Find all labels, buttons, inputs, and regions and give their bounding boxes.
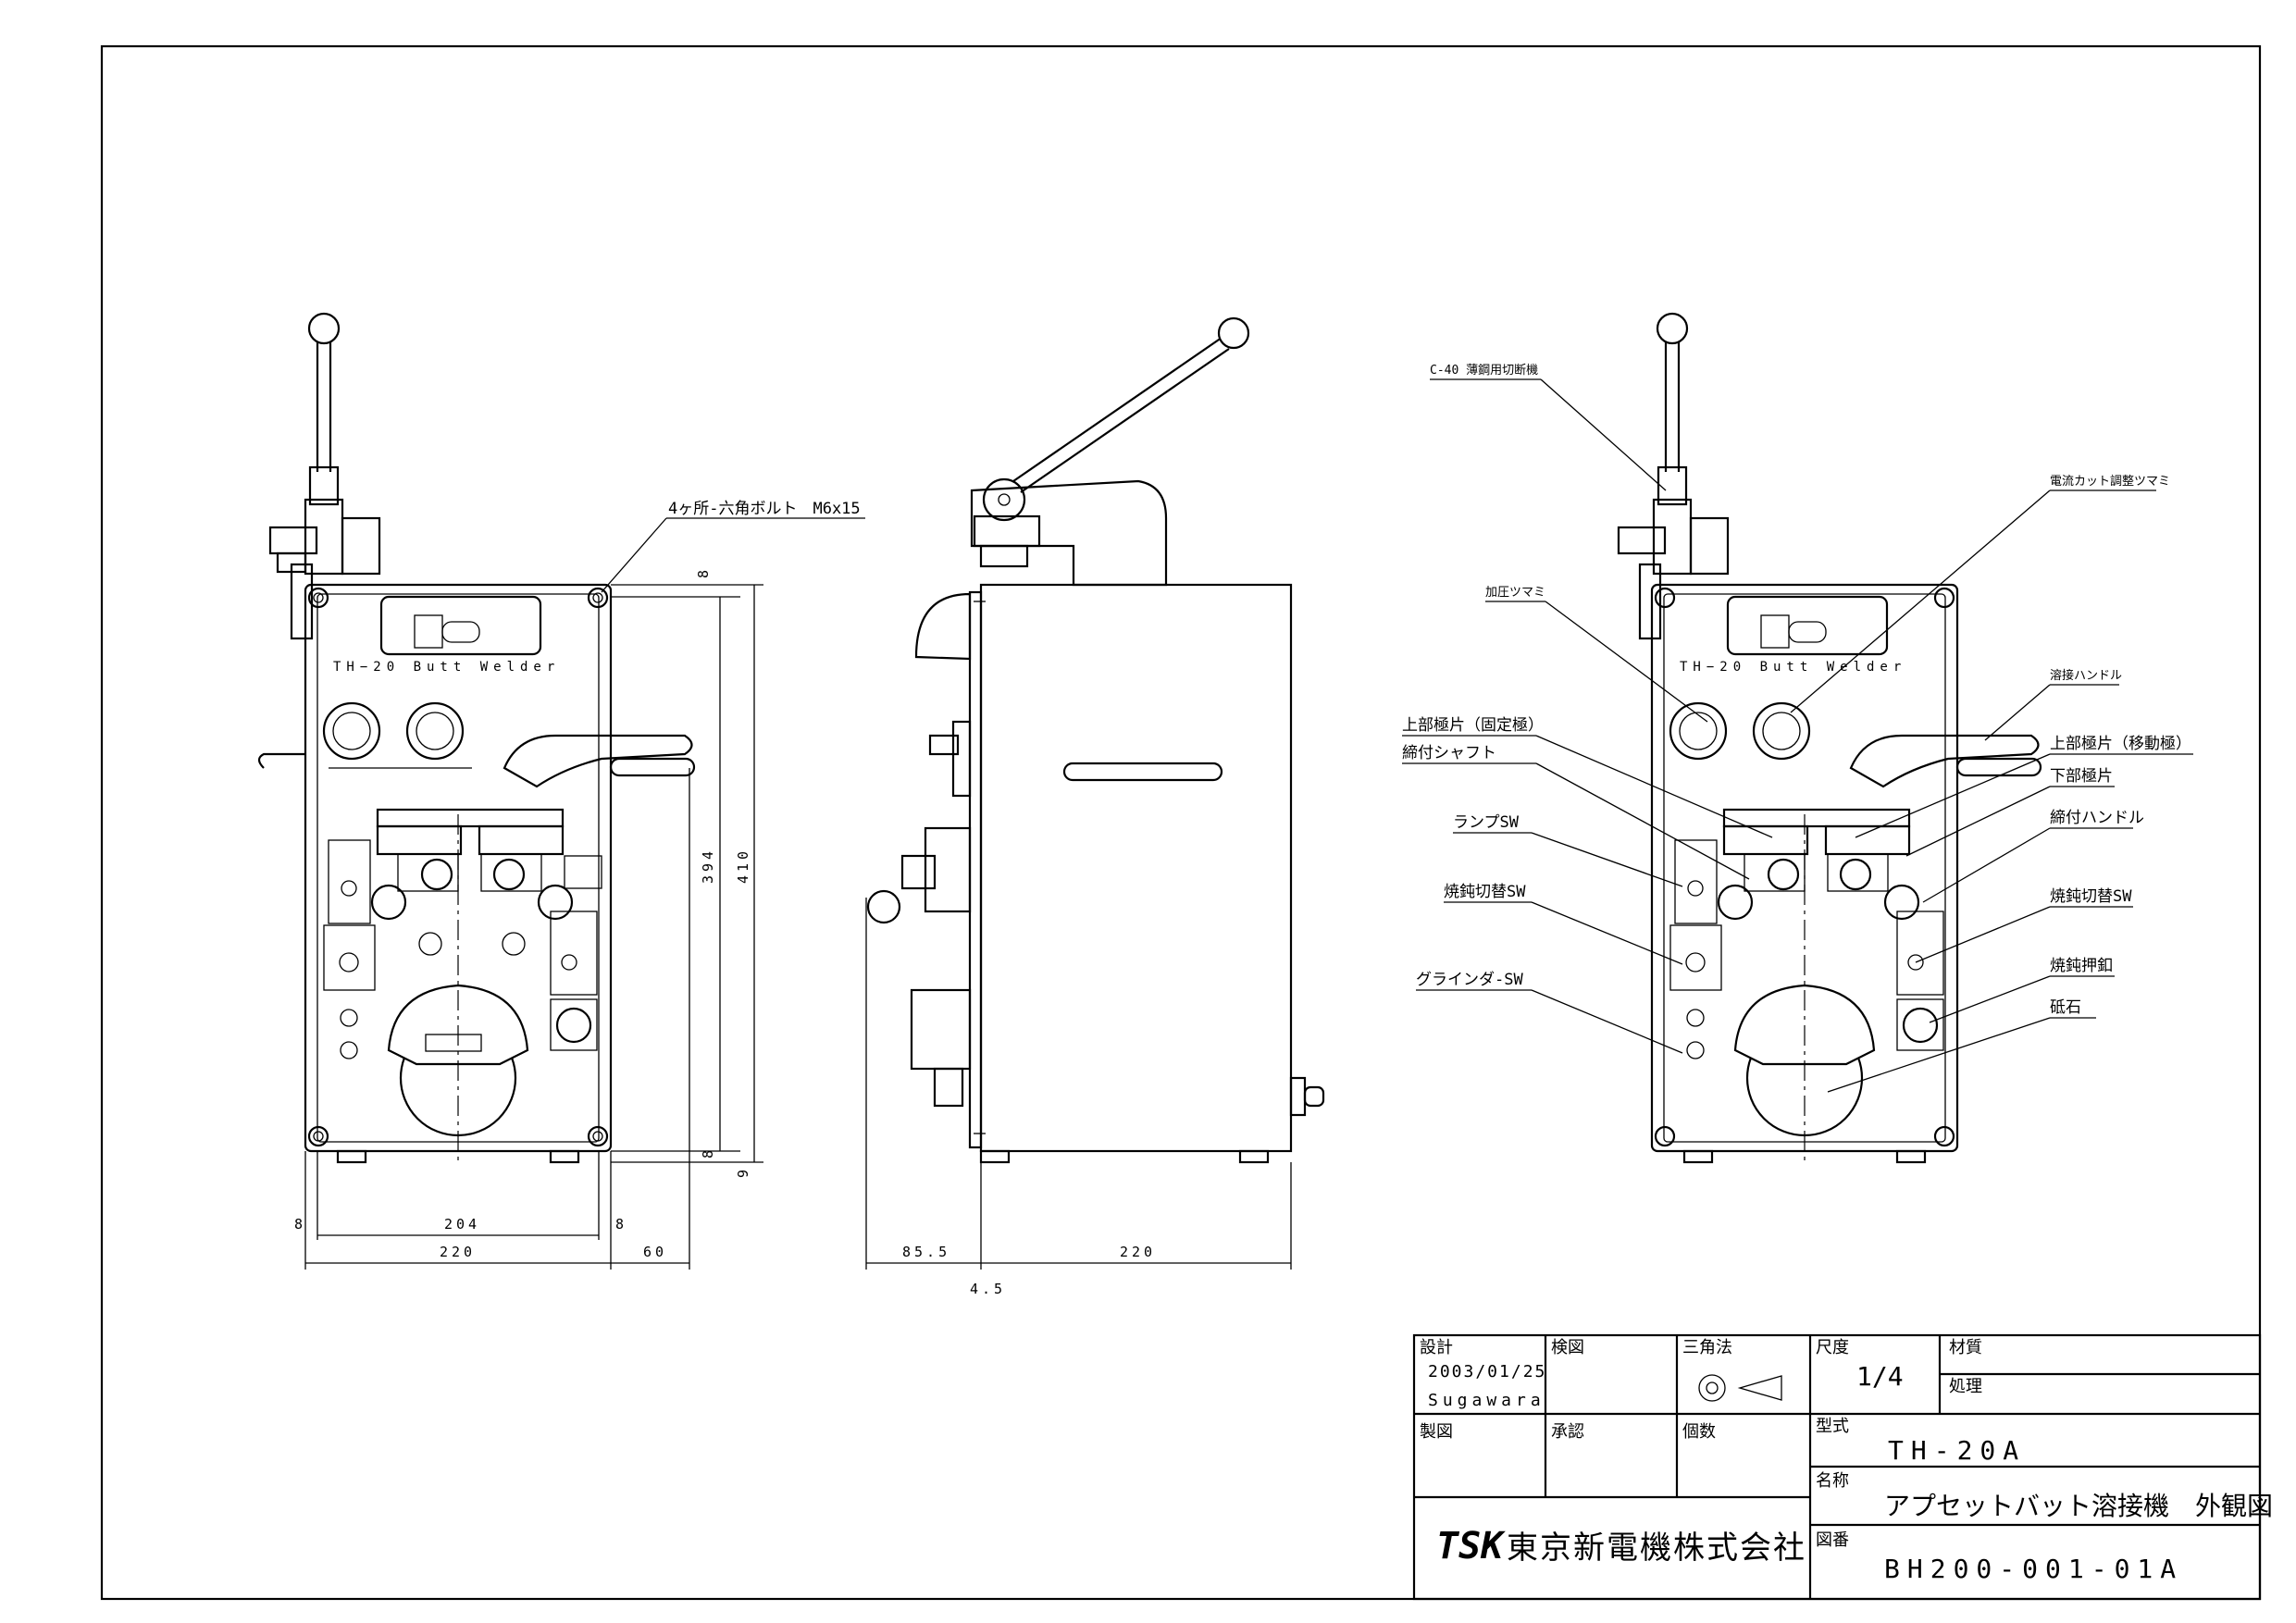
- dim-bottom-9: 9: [735, 1166, 751, 1178]
- tb-scale-value: 1/4: [1856, 1361, 1904, 1392]
- tb-company-logo: TSK: [1436, 1525, 1506, 1567]
- label-current-knob: 電流カット調整ツマミ: [2050, 475, 2170, 489]
- tb-treatment-label: 処理: [1949, 1377, 1982, 1396]
- labeled-panel-title: TH−20 Butt Welder: [1680, 660, 1906, 675]
- label-grindstone: 砥石: [2050, 998, 2081, 1017]
- label-clamp-shaft: 締付シャフト: [1402, 744, 1496, 762]
- tb-material-label: 材質: [1949, 1338, 1982, 1357]
- label-pressure-knob: 加圧ツマミ: [1485, 586, 1545, 600]
- callout-bolt: 4ヶ所-六角ボルト M6x15: [668, 500, 861, 518]
- tb-company-name: 東京新電機株式会社: [1507, 1530, 1806, 1567]
- label-anneal-push: 焼鈍押釦: [2050, 957, 2113, 975]
- tb-projection-label: 三角法: [1682, 1338, 1732, 1357]
- tb-check-label: 検図: [1551, 1338, 1584, 1357]
- tb-drawing-no-value: BH200-001-01A: [1884, 1554, 2183, 1584]
- front-dimensions: 8 394 410 8 9 8 204 8 220 60: [294, 566, 763, 1270]
- drawing-frame: [100, 44, 2262, 1601]
- tb-design-date: 2003/01/25: [1428, 1362, 1546, 1381]
- front-view: TH−20 Butt Welder: [257, 312, 696, 1164]
- tb-design-label: 設計: [1420, 1338, 1453, 1357]
- tb-drawing-no-label: 図番: [1816, 1530, 1849, 1550]
- dim-85-5: 85.5: [902, 1244, 950, 1260]
- dim-bottom-8: 8: [700, 1146, 716, 1158]
- dim-410: 410: [735, 848, 751, 884]
- tb-scale-label: 尺度: [1816, 1338, 1849, 1357]
- callout-labels: C-40 薄鋼用切断機 電流カット調整ツマミ 加圧ツマミ 溶接ハンドル 上部極片…: [1402, 364, 2191, 1017]
- label-lower-pole: 下部極片: [2050, 767, 2113, 786]
- dim-60: 60: [643, 1244, 667, 1260]
- dim-220: 220: [440, 1244, 476, 1260]
- callout-leaders: [1402, 378, 2193, 1093]
- dim-side-220: 220: [1120, 1244, 1156, 1260]
- label-cutter: C-40 薄鋼用切断機: [1430, 364, 1538, 378]
- dim-right-8: 8: [615, 1216, 627, 1233]
- tb-designer: Sugawara: [1428, 1391, 1545, 1410]
- dim-394: 394: [700, 848, 716, 884]
- label-weld-handle: 溶接ハンドル: [2050, 668, 2122, 683]
- tb-model-label: 型式: [1816, 1417, 1849, 1436]
- label-lamp-sw: ランプSW: [1453, 813, 1520, 832]
- tb-name-label: 名称: [1816, 1471, 1849, 1491]
- label-anneal-sw-left: 焼鈍切替SW: [1444, 883, 1526, 901]
- tb-name-value: アプセットバット溶接機 外観図: [1884, 1491, 2273, 1521]
- dim-top-8: 8: [695, 566, 712, 578]
- front-panel-title: TH−20 Butt Welder: [333, 660, 560, 675]
- dim-204: 204: [444, 1216, 480, 1233]
- tb-approval-label: 承認: [1551, 1422, 1584, 1442]
- label-anneal-sw-right: 焼鈍切替SW: [2050, 887, 2132, 906]
- labeled-front-view: TH−20 Butt Welder: [1617, 312, 2042, 1164]
- label-grinder-sw: グラインダ-SW: [1416, 971, 1523, 989]
- side-view: [866, 316, 1325, 1164]
- tb-drafting-label: 製図: [1420, 1422, 1453, 1442]
- label-upper-moving: 上部極片（移動極）: [2050, 735, 2191, 753]
- side-dimensions: 85.5 220 4.5: [865, 898, 1292, 1297]
- label-clamp-handle: 締付ハンドル: [2050, 809, 2144, 827]
- dim-left-8: 8: [294, 1216, 306, 1233]
- tb-model-value: TH-20A: [1888, 1435, 2026, 1466]
- dim-4-5: 4.5: [970, 1281, 1006, 1297]
- tb-quantity-label: 個数: [1682, 1422, 1716, 1442]
- label-upper-fixed: 上部極片（固定極）: [1402, 716, 1544, 735]
- title-block: 設計 2003/01/25 Sugawara 検図 三角法 尺度 1/4 材質 …: [1412, 1333, 2273, 1601]
